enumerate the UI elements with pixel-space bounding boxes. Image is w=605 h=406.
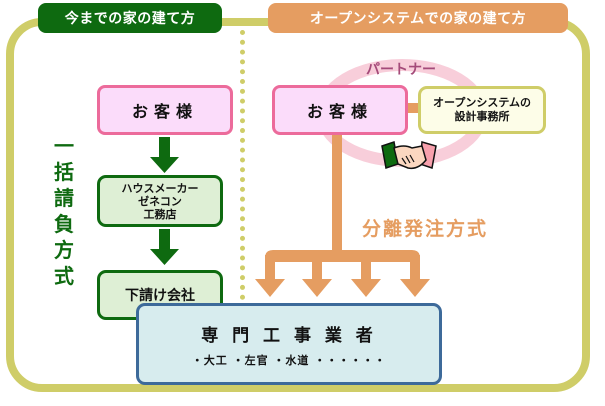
label-char: 負 — [54, 212, 74, 236]
specialists-title: 専 門 工 事 業 者 — [201, 325, 377, 346]
shaft-4 — [410, 255, 420, 280]
separate-order-label: 分離発注方式 — [362, 218, 489, 240]
handshake-icon — [381, 141, 437, 170]
label-char: 請 — [54, 186, 74, 210]
client-architect-link — [402, 103, 422, 113]
arrow-head-2 — [150, 249, 179, 265]
architect-line: 設計事務所 — [454, 110, 510, 123]
builder-line: 工務店 — [143, 207, 177, 221]
branch-bar — [265, 250, 420, 262]
architect-line: オープンシステムの — [432, 96, 531, 109]
title-traditional-method: 今までの家の建て方 — [38, 3, 222, 33]
section-divider — [240, 30, 245, 300]
client-box-open-system: お客様 — [272, 85, 408, 135]
head-1 — [255, 279, 285, 297]
title-open-system-method: オープンシステムでの家の建て方 — [268, 3, 568, 33]
specialists-examples: ・大工 ・左官 ・水道 ・・・・・・ — [191, 353, 387, 367]
builder-box: ハウスメーカー ゼネコン 工務店 — [97, 175, 223, 227]
specialist-contractors-box: 専 門 工 事 業 者 ・大工 ・左官 ・水道 ・・・・・・ — [136, 303, 442, 385]
left-arrows — [150, 137, 179, 265]
head-3 — [351, 279, 381, 297]
arrow-shaft-1 — [159, 137, 170, 159]
label-char: 式 — [54, 264, 74, 288]
builder-line: ハウスメーカー — [121, 181, 199, 195]
client-box-traditional: お客様 — [97, 85, 233, 135]
trunk — [332, 132, 342, 254]
label-char: 方 — [54, 238, 74, 262]
arrow-shaft-2 — [159, 229, 170, 251]
partner-label: パートナー — [366, 62, 436, 78]
shaft-1 — [265, 255, 275, 280]
lump-sum-contract-label: 一 括 請 負 方 式 — [52, 133, 76, 289]
orange-distribution-arrows — [255, 132, 430, 297]
builder-line: ゼネコン — [138, 194, 182, 208]
head-2 — [302, 279, 332, 297]
shaft-3 — [361, 255, 371, 280]
architect-box: オープンシステムの 設計事務所 — [418, 86, 546, 134]
label-char: 一 — [54, 134, 74, 158]
head-4 — [400, 279, 430, 297]
arrow-head-1 — [150, 157, 179, 173]
shaft-2 — [312, 255, 322, 280]
label-char: 括 — [54, 160, 74, 184]
